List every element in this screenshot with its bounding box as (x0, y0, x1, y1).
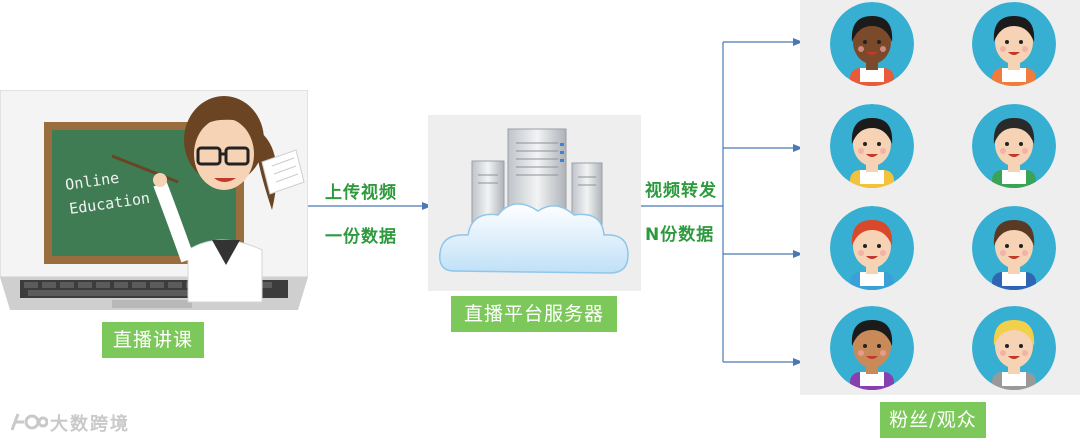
avatar (830, 2, 914, 86)
avatar (972, 306, 1056, 390)
server-cloud-graphic (439, 128, 629, 274)
forward-arrows (641, 38, 803, 366)
avatar (830, 206, 914, 290)
watermark-logo-icon (8, 410, 49, 434)
avatar (830, 306, 914, 390)
server-caption: 直播平台服务器 (451, 296, 617, 332)
avatar (830, 104, 914, 188)
forward-label-line2: N份数据 (645, 225, 715, 245)
audience-caption: 粉丝/观众 (880, 402, 986, 438)
server-panel (428, 115, 641, 291)
upload-label-line1: 上传视频 (325, 183, 397, 203)
upload-arrow (308, 202, 432, 210)
teacher-caption: 直播讲课 (102, 322, 204, 358)
forward-label-line1: 视频转发 (645, 181, 717, 201)
avatar (972, 206, 1056, 290)
watermark-text: 大数跨境 (50, 414, 130, 435)
laptop-teacher-graphic: Online Education (0, 89, 309, 310)
upload-label-line2: 一份数据 (325, 227, 397, 247)
teacher-illustration: Online Education (0, 89, 309, 315)
avatar (972, 104, 1056, 188)
audience-panel (800, 0, 1080, 395)
avatar (972, 2, 1056, 86)
